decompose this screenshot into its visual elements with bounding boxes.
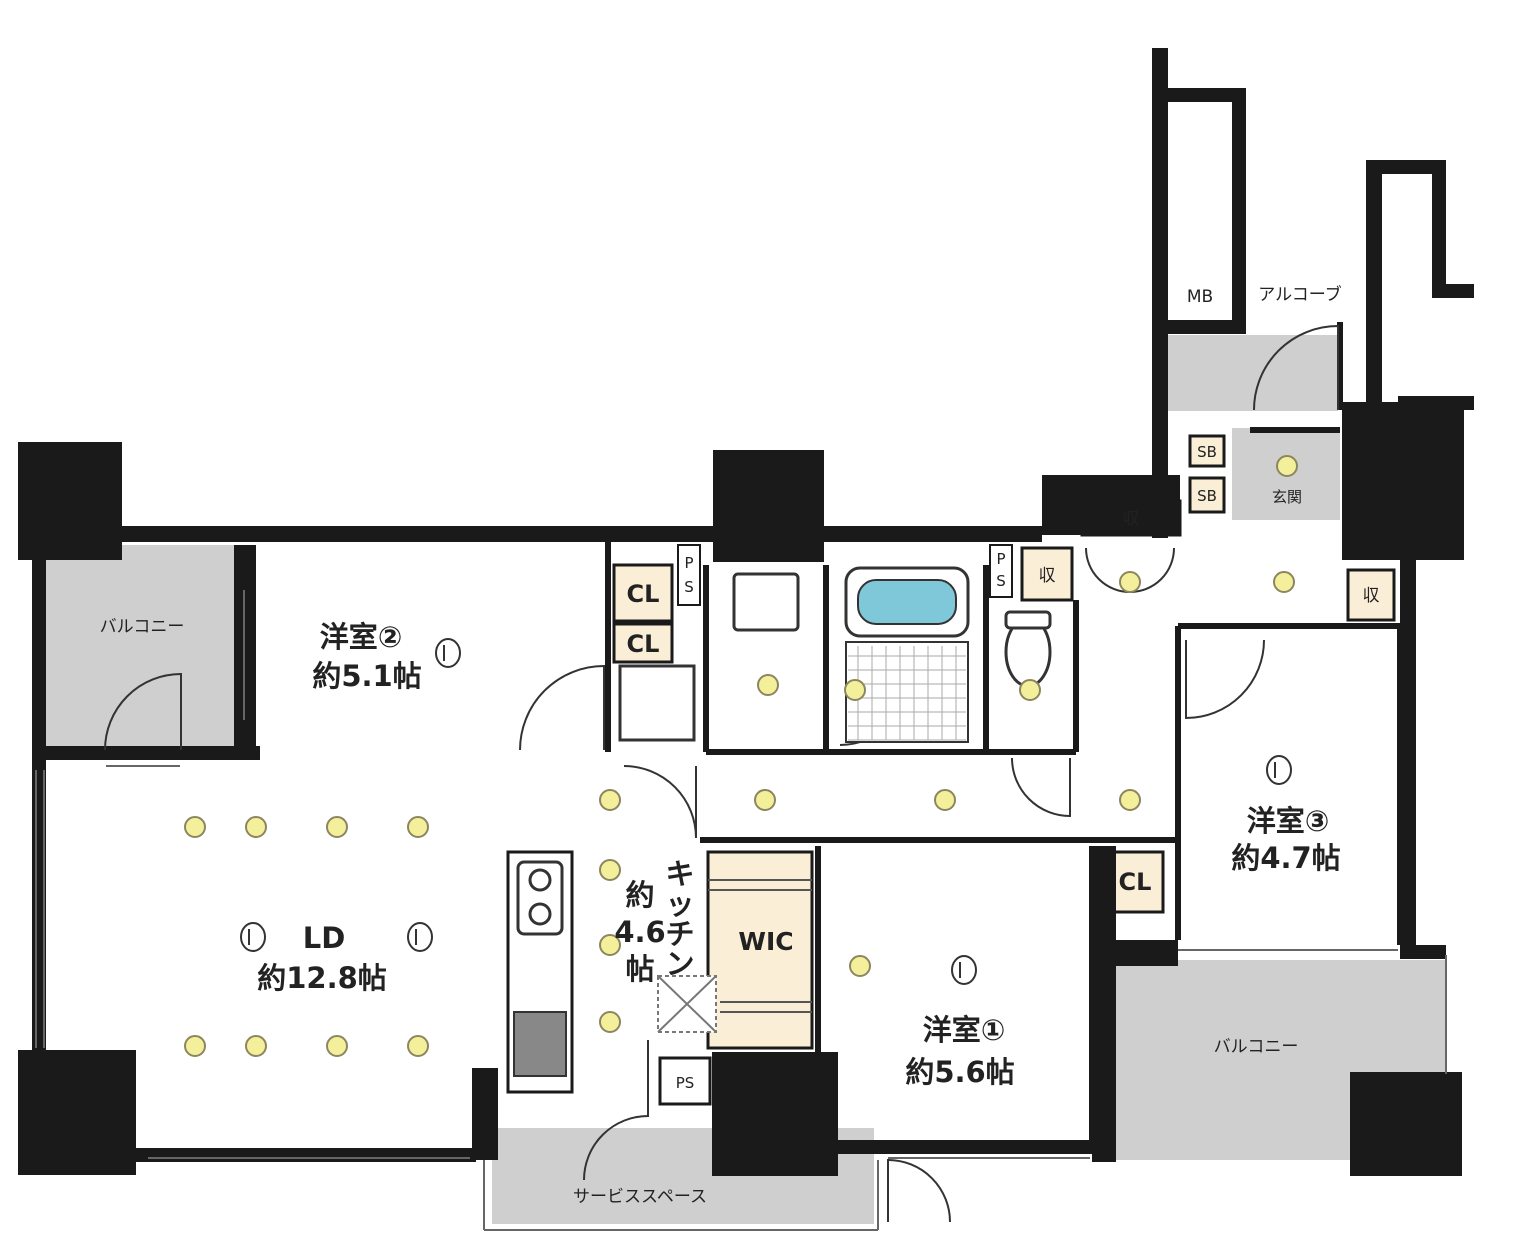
sb-bottom-area [1188,476,1226,514]
column-top-left [18,442,122,560]
room-labels: 洋室② 約5.1帖 洋室③ 約4.7帖 洋室① 約5.6帖 LD 約12.8帖 … [100,284,1342,1207]
outlet-symbol [1266,755,1292,785]
column-right-top [1342,410,1464,560]
ld-area: 約12.8帖 [257,961,387,995]
ceiling-light [407,816,429,838]
outlet-symbol [435,638,461,668]
balcony-left-area [44,545,236,753]
outlets [240,638,1292,985]
ceiling-light [184,1035,206,1057]
outlet-symbol [240,922,266,952]
service-space-label: サービススペース [573,1187,707,1207]
ceiling-light [599,1011,621,1033]
ceiling-light [599,934,621,956]
cl-western2-top-label: CL [627,580,660,608]
column-bottom-right [1350,1072,1462,1176]
ceiling-light [849,955,871,977]
kitchen-area-value: 4.6 [614,915,665,949]
shower-floor [845,641,969,743]
kitchen-name-char-1: キ [665,857,694,891]
western2-area: 約5.1帖 [312,659,421,693]
shu-toilet-label: 収 [1039,566,1056,586]
bathtub-water [857,579,957,625]
washing-machine [618,664,696,742]
ceiling-light [757,674,779,696]
ps-kitchen-box [658,1056,712,1106]
ps-toilet-p: P [996,550,1005,568]
shu-hall-right-label: 収 [1363,586,1380,606]
ld-name: LD [303,921,346,955]
ps-western2-s: S [684,578,694,596]
cl-western2-bottom-label: CL [627,630,660,658]
storage-labels: CL CL CL 収 収 収 SB SB [627,443,1380,896]
ceiling-light [934,789,956,811]
alcove-area [1168,335,1338,411]
toilet-tank [1004,610,1052,630]
kitchen-name-char-3: チ [665,917,694,951]
shu-hall-right-area [1346,568,1396,622]
washbasin [732,572,800,632]
cl-western2-top-area [612,563,674,623]
ceiling-light [1119,789,1141,811]
western3-area: 約4.7帖 [1231,841,1340,875]
kitchen-area-prefix: 約 [625,878,654,912]
pipe-space-labels: P S P S PS [676,544,1013,1092]
interior-walls [506,322,1403,1150]
sink-bowls [528,868,552,926]
windows [35,590,1447,1231]
ceiling-light [754,789,776,811]
ceiling-light [245,1035,267,1057]
western3-name: 洋室③ [1247,804,1330,838]
storage-areas [612,434,1396,1050]
ps-western2-p: P [684,554,693,572]
kitchen-name-char-4: ン [665,947,694,981]
outlet-symbol [407,922,433,952]
entrance-label: 玄関 [1272,488,1302,506]
kitchen-area-unit: 帖 [625,952,654,986]
exterior-walls [18,48,1474,1176]
wic-area [706,850,814,1050]
shu-toilet-area [1020,546,1074,602]
ceiling-light [184,816,206,838]
cl-western3-label: CL [1119,868,1152,896]
ceiling-light [326,1035,348,1057]
ceiling-light [1019,679,1041,701]
western1-area: 約5.6帖 [905,1055,1014,1089]
doors [104,324,1339,1223]
column-bottom-center [712,1052,838,1176]
ceiling-light [326,816,348,838]
ceiling-light [599,789,621,811]
shu-hall-top-label: 収 [1123,509,1140,529]
mb-label: MB [1187,287,1213,307]
cl-western2-bottom-area [612,622,674,664]
alcove-label: アルコーブ [1258,284,1341,305]
sb-top-area [1188,434,1226,468]
ceiling-light [407,1035,429,1057]
column-bottom-left [18,1050,136,1175]
ceiling-light [1119,571,1141,593]
ps-kitchen: PS [676,1074,695,1092]
column-top-center [713,450,824,562]
sb-top-label: SB [1197,443,1217,461]
sb-bottom-label: SB [1197,487,1217,505]
western1-name: 洋室① [923,1013,1006,1047]
ceiling-lights [184,455,1298,1057]
ceiling-light [844,679,866,701]
balcony-left-label: バルコニー [100,617,185,637]
ceiling-light [1273,571,1295,593]
wic-label: WIC [738,927,793,956]
outlet-symbol [951,955,977,985]
ceiling-light [599,859,621,881]
ps-toilet-s: S [996,572,1006,590]
cooktop [513,1011,567,1077]
balcony-right-label: バルコニー [1214,1037,1299,1057]
kitchen-name-char-2: ッ [665,887,694,921]
shower-grid [848,646,966,741]
fridge-x [657,975,717,1033]
ceiling-light [1276,455,1298,477]
ceiling-light [245,816,267,838]
western2-name: 洋室② [320,620,403,654]
wic-shelves [708,879,812,1013]
